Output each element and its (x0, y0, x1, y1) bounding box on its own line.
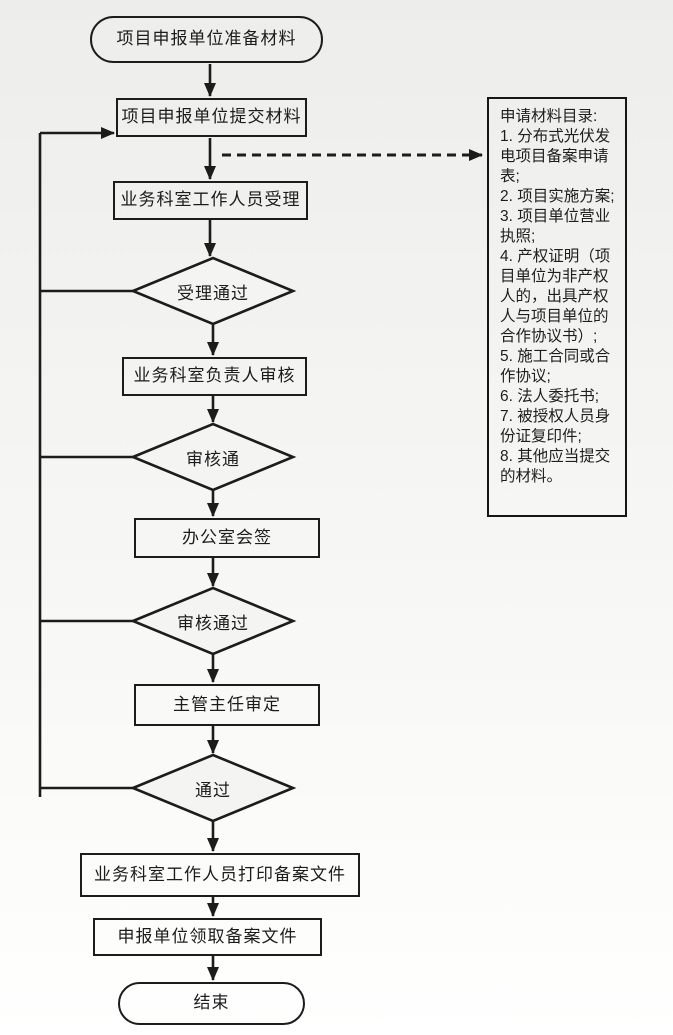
node-accept: 业务科室工作人员受理 (113, 181, 308, 220)
materials-item-6: 6. 法人委托书; (500, 388, 600, 405)
materials-item-7: 7. 被授权人员身份证复印件; (500, 408, 611, 445)
node-director-approve: 主管主任审定 (134, 684, 320, 726)
node-submit-label: 项目申报单位提交材料 (121, 107, 302, 127)
decision-review-label: 审核通 (133, 424, 293, 490)
node-collect-file-label: 申报单位领取备案文件 (117, 926, 298, 946)
decision-review-shape (129, 422, 297, 492)
node-countersign: 办公室会签 (134, 518, 320, 558)
decision-diamonds (129, 256, 297, 823)
decision-accept-shape (129, 256, 297, 326)
node-accept-label: 业务科室工作人员受理 (120, 190, 301, 210)
decision-accept-label: 受理通过 (133, 258, 293, 324)
materials-item-1: 1. 分布式光伏发电项目备案申请表; (500, 128, 611, 185)
decision-final-text: 通过 (195, 780, 231, 800)
materials-item-4: 4. 产权证明（项目单位为非产权人的，出具产权人与项目单位的合作协议书）; (500, 248, 611, 345)
decision-countersign-text: 审核通过 (177, 613, 249, 633)
materials-item-5: 5. 施工合同或合作协议; (500, 348, 611, 385)
node-start: 项目申报单位准备材料 (90, 16, 323, 63)
node-print-file: 业务科室工作人员打印备案文件 (80, 853, 360, 897)
decision-countersign-label: 审核通过 (133, 588, 293, 654)
materials-item-8: 8. 其他应当提交的材料。 (500, 448, 611, 485)
node-submit: 项目申报单位提交材料 (116, 98, 307, 137)
feedback-loop (38, 127, 134, 797)
decision-review-text: 审核通 (186, 449, 240, 469)
decision-countersign-shape (129, 586, 297, 656)
flow-arrows (204, 64, 219, 981)
materials-panel: 申请材料目录: 1. 分布式光伏发电项目备案申请表; 2. 项目实施方案; 3.… (487, 97, 627, 517)
decision-final-shape (129, 753, 297, 823)
node-print-file-label: 业务科室工作人员打印备案文件 (94, 864, 346, 884)
node-countersign-label: 办公室会签 (182, 527, 272, 547)
node-review: 业务科室负责人审核 (122, 357, 307, 396)
node-review-label: 业务科室负责人审核 (133, 366, 296, 386)
materials-panel-title: 申请材料目录: (500, 108, 598, 125)
materials-item-3: 3. 项目单位营业执照; (500, 208, 611, 245)
node-end-label: 结束 (193, 993, 230, 1013)
decision-final-label: 通过 (133, 755, 293, 821)
decision-accept-text: 受理通过 (177, 283, 249, 303)
materials-item-2: 2. 项目实施方案; (500, 188, 615, 205)
node-start-label: 项目申报单位准备材料 (116, 29, 297, 49)
node-director-approve-label: 主管主任审定 (173, 694, 281, 714)
node-end: 结束 (118, 982, 305, 1025)
node-collect-file: 申报单位领取备案文件 (93, 918, 322, 956)
